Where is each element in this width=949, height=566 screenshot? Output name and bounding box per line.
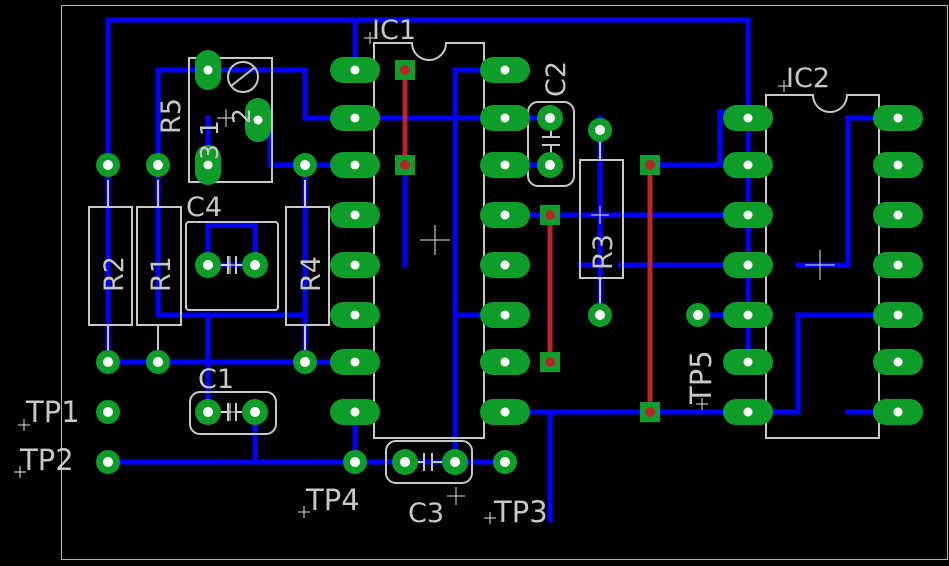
resistor-pad-2-drill [103,357,113,367]
r5-label: R5 [156,98,187,134]
ic2-pin-left-1-drill [743,113,753,123]
capacitor-pad-2-drill [250,260,260,270]
ic1-pin-right-7-drill [500,357,510,367]
ic2-pin-left-3-drill [743,210,753,220]
resistor-pad-1-drill [103,160,113,170]
r5-pins-label: 3 1 [195,120,224,160]
ic1-pin-right-5-drill [500,260,510,270]
resistor-pad-3-drill [153,160,163,170]
ic2-pin-right-1-drill [893,113,903,123]
r5-pin2-label: 2 [227,108,256,124]
ic2-pin-left-7-drill [743,407,753,417]
via-6-drill [645,407,655,417]
capacitor-pad-7-drill [545,113,555,123]
via-2-drill [400,160,410,170]
r3-label: R3 [588,234,619,270]
c2-label: C2 [541,61,572,97]
trimmer-pad-2-drill [203,160,213,170]
via-5-drill [645,160,655,170]
ic2-pin-right-3-drill [893,210,903,220]
test-point-pad-1-drill [103,407,113,417]
capacitor-pad-1-drill [203,260,213,270]
via-3-drill [545,210,555,220]
r2-label: R2 [99,256,130,292]
ic1-pin-left-5-drill [350,260,360,270]
c1-label: C1 [198,364,234,395]
silkscreen-outlines [88,42,880,484]
ic2-pin-right-7-drill [893,407,903,417]
tp5-label: TP5 [684,350,718,405]
resistor-pad-6-drill [300,357,310,367]
capacitor-pad-6-drill [450,457,460,467]
silkscreen-labels: IC1 IC2 R1 R2 R3 R4 R5 3 1 2 C1 C2 C3 C4… [19,15,830,529]
tp4-label: TP4 [305,483,360,517]
pads-layer [96,50,923,475]
ic1-pin-right-1-drill [500,65,510,75]
ic1-pin-left-6-drill [350,310,360,320]
ic1-pin-left-7-drill [350,357,360,367]
r1-label: R1 [146,256,177,292]
capacitor-pad-3-drill [203,407,213,417]
test-point-pad-5-drill [693,310,703,320]
ic1-pin-left-8-drill [350,407,360,417]
resistor-pad-8-drill [595,310,605,320]
test-point-pad-2-drill [103,457,113,467]
tp1-label: TP1 [25,395,80,429]
ic2-pin-right-4-drill [893,260,903,270]
ic2-pin-left-5-drill [743,310,753,320]
resistor-pad-4-drill [153,357,163,367]
ic2-label: IC2 [786,63,830,94]
via-4-drill [545,357,555,367]
ic1-pin-left-3-drill [350,160,360,170]
tp2-label: TP2 [19,443,74,477]
via-1-drill [400,65,410,75]
ic1-pin-right-2-drill [500,113,510,123]
test-point-pad-3-drill [350,457,360,467]
ic2-pin-right-5-drill [893,310,903,320]
origin-crosses [14,32,835,524]
ic2-pin-left-2-drill [743,160,753,170]
ic1-pin-right-8-drill [500,407,510,417]
bottom-layer-traces [402,70,653,412]
resistor-pad-7-drill [595,125,605,135]
ic1-pin-left-4-drill [350,210,360,220]
r4-label: R4 [296,256,327,292]
trimmer-pad-3-drill [253,115,263,125]
c4-label: C4 [186,192,222,223]
trimmer-pad-1-drill [203,65,213,75]
board-outline [61,5,948,560]
ic2-pin-right-6-drill [893,357,903,367]
capacitor-pad-5-drill [400,457,410,467]
ic2-pin-right-2-drill [893,160,903,170]
ic1-pin-right-3-drill [500,160,510,170]
ic1-pin-left-2-drill [350,113,360,123]
capacitor-pad-4-drill [250,407,260,417]
ic1-pin-left-1-drill [350,65,360,75]
ic1-pin-right-4-drill [500,210,510,220]
ic2-pin-left-6-drill [743,357,753,367]
tp3-label: TP3 [493,495,548,529]
ic1-label: IC1 [372,15,416,46]
c3-label: C3 [408,498,444,529]
ic1-pin-right-6-drill [500,310,510,320]
ic2-pin-left-4-drill [743,260,753,270]
capacitor-pad-8-drill [545,160,555,170]
test-point-pad-4-drill [500,457,510,467]
resistor-pad-5-drill [300,160,310,170]
